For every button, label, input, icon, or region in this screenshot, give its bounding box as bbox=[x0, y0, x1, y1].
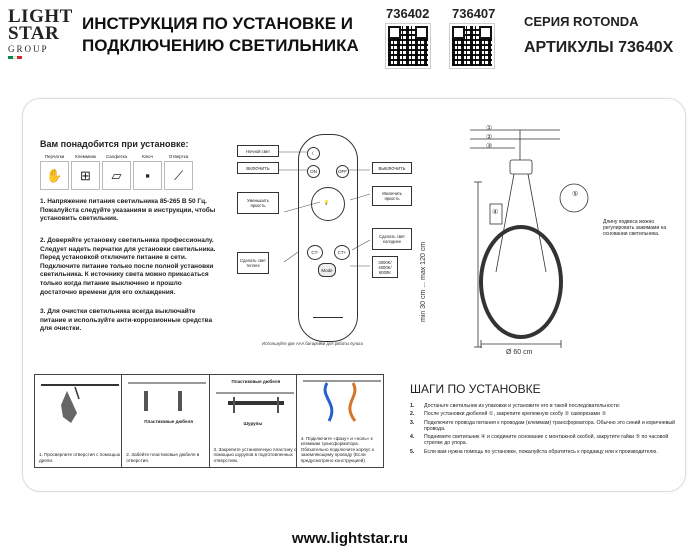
tool-label: Отвертка bbox=[168, 154, 189, 159]
installation-panels: 1. Просверлите отверстия с помощью дрели… bbox=[34, 374, 384, 468]
gloves-icon: ✋ bbox=[40, 161, 69, 190]
brightness-wheel[interactable] bbox=[311, 187, 345, 221]
battery-cover-line bbox=[313, 317, 343, 318]
page-title: ИНСТРУКЦИЯ ПО УСТАНОВКЕ И ПОДКЛЮЧЕНИЮ СВ… bbox=[82, 13, 382, 57]
wires-icon bbox=[302, 380, 381, 422]
panel-mounting-plate: Пластиковые дюбеля Шурупы 3. Закрепите у… bbox=[210, 375, 297, 467]
cold-label: Сделать свет холоднее bbox=[372, 228, 412, 250]
step-text: Достаньте светильник из упаковки и устан… bbox=[424, 403, 621, 409]
list-item: 1. Достаньте светильник из упаковки и уст… bbox=[410, 403, 680, 409]
drill-icon bbox=[41, 384, 119, 423]
tool-cloth: Салфетка ▱ bbox=[102, 154, 131, 190]
step-text: После установки дюбелей ①, закрепите кре… bbox=[424, 411, 607, 418]
title-line2: ПОДКЛЮЧЕНИЮ СВЕТИЛЬНИКА bbox=[82, 36, 359, 55]
italian-flag-icon bbox=[8, 56, 23, 59]
tool-wrench: Ключ ▪ bbox=[133, 154, 162, 190]
panel-caption: 4. Подключите «фазу» и «ноль» к клеммам … bbox=[300, 435, 374, 463]
logo-line1: LIGHT bbox=[8, 6, 73, 27]
screws-label: Шурупы bbox=[243, 421, 263, 426]
website-link[interactable]: www.lightstar.ru bbox=[291, 530, 409, 547]
instruction-card bbox=[22, 98, 686, 492]
off-label: ВЫКЛЮЧИТЬ bbox=[372, 162, 412, 174]
series-label: СЕРИЯ ROTONDA bbox=[524, 14, 639, 29]
tool-label: Клеммник bbox=[75, 154, 96, 159]
diameter-dimension: Ø 60 cm bbox=[506, 349, 533, 356]
remote-control: ☾ ON OFF 💡 CT- CT+ Mode bbox=[298, 134, 358, 342]
warm-label: Сделать свет теплее bbox=[237, 252, 269, 274]
cloth-icon: ▱ bbox=[102, 161, 131, 190]
dowels-label: Пластиковые дюбеля bbox=[144, 419, 194, 424]
article-number-2: 736407 bbox=[452, 6, 496, 21]
list-item: 4. Поднимите светильник ④ и соедините осн… bbox=[410, 434, 680, 447]
night-light-label: Ночной свет bbox=[237, 145, 279, 157]
step-number: 2. bbox=[410, 411, 415, 418]
instruction-paragraph-3: 3. Для очистки светильника всегда выключ… bbox=[40, 308, 213, 333]
on-button[interactable]: ON bbox=[307, 165, 320, 178]
step-number: 4. bbox=[410, 434, 415, 441]
height-dimension: min 30 cm ... max 120 cm bbox=[420, 241, 427, 322]
mounting-plate-icon bbox=[215, 392, 294, 413]
list-item: 5. Если вам нужна помощь по установке, по… bbox=[410, 449, 680, 455]
night-light-button[interactable]: ☾ bbox=[307, 147, 320, 160]
suspension-note: Длину подвеса можно регулировать зажимам… bbox=[603, 219, 667, 237]
tool-screwdriver: Отвертка ⟋ bbox=[164, 154, 193, 190]
panel-caption: 1. Просверлите отверстия с помощью дрели… bbox=[39, 452, 121, 463]
step-text: Поднимите светильник ④ и соедините основ… bbox=[424, 434, 669, 447]
dowels-label: Пластиковые дюбеля bbox=[231, 379, 281, 384]
panel-caption: 2. Забейте пластиковые дюбеля в отверсти… bbox=[126, 452, 200, 463]
on-label: ВКЛЮЧИТЬ bbox=[237, 162, 279, 174]
step-number: 3. bbox=[410, 419, 415, 426]
list-item: 3. Подключите провода питания к проводам … bbox=[410, 420, 680, 433]
articles-label: АРТИКУЛЫ 73640X bbox=[524, 39, 674, 56]
step-number: 5. bbox=[410, 448, 415, 455]
mode-button[interactable]: Mode bbox=[318, 263, 336, 277]
tool-gloves: Перчатки ✋ bbox=[40, 154, 69, 190]
callout-3: ③ bbox=[486, 143, 493, 150]
ct-minus-button[interactable]: CT- bbox=[307, 245, 323, 260]
dowel-icon bbox=[128, 382, 207, 411]
lightbulb-icon: 💡 bbox=[321, 197, 332, 208]
wrench-icon: ▪ bbox=[133, 161, 162, 190]
instruction-paragraph-2: 2. Доверяйте установку светильника профе… bbox=[40, 237, 216, 296]
tool-label: Салфетка bbox=[105, 154, 128, 159]
dim-label: Уменьшить яркость bbox=[237, 192, 279, 214]
tool-label: Перчатки bbox=[44, 154, 65, 159]
off-button[interactable]: OFF bbox=[336, 165, 349, 178]
cct-label: 3000K/ 4000K/ 6000K bbox=[372, 256, 398, 278]
callout-4: ④ bbox=[492, 209, 499, 216]
panel-wiring: 4. Подключите «фазу» и «ноль» к клеммам … bbox=[297, 375, 383, 467]
instruction-paragraph-1: 1. Напряжение питания светильника 85-265… bbox=[40, 198, 216, 223]
step-number: 1. bbox=[410, 403, 415, 409]
panel-dowels: Пластиковые дюбеля 2. Забейте пластиковы… bbox=[122, 375, 210, 467]
panel-caption: 3. Закрепите установочную пластину с пом… bbox=[213, 446, 297, 463]
qr-code-icon[interactable] bbox=[385, 23, 431, 69]
title-line1: ИНСТРУКЦИЯ ПО УСТАНОВКЕ И bbox=[82, 14, 353, 33]
article-number-1: 736402 bbox=[386, 6, 430, 21]
logo-line3: GROUP bbox=[8, 44, 49, 54]
brand-logo: LIGHT STAR GROUP bbox=[8, 6, 73, 64]
tool-terminal: Клеммник ⊞ bbox=[71, 154, 100, 190]
battery-note: Используйте две AAA батарейки для работы… bbox=[262, 341, 363, 346]
step-text: Если вам нужна помощь по установке, пожа… bbox=[424, 448, 658, 455]
list-item: 2. После установки дюбелей ①, закрепите к… bbox=[410, 411, 680, 417]
terminal-icon: ⊞ bbox=[71, 161, 100, 190]
qr-code-icon[interactable] bbox=[449, 23, 495, 69]
steps-title: ШАГИ ПО УСТАНОВКЕ bbox=[410, 382, 541, 396]
tool-label: Ключ bbox=[142, 154, 153, 159]
step-text: Подключите провода питания к проводам (к… bbox=[424, 419, 676, 432]
ct-plus-button[interactable]: CT+ bbox=[334, 245, 350, 260]
steps-list: 1. Достаньте светильник из упаковки и уст… bbox=[410, 403, 680, 457]
callout-2: ② bbox=[486, 134, 493, 141]
callout-5: ⑤ bbox=[572, 191, 579, 198]
lamp-dimension-drawing bbox=[470, 129, 589, 348]
panel-drill: 1. Просверлите отверстия с помощью дрели… bbox=[35, 375, 123, 467]
logo-line2: STAR bbox=[8, 23, 60, 44]
callout-1: ① bbox=[486, 125, 493, 132]
tools-title: Вам понадобится при установке: bbox=[40, 139, 189, 149]
tools-list: Перчатки ✋ Клеммник ⊞ Салфетка ▱ Ключ ▪ Отве… bbox=[40, 154, 193, 190]
bright-label: Увеличить яркость bbox=[372, 186, 412, 206]
screwdriver-icon: ⟋ bbox=[164, 161, 193, 190]
